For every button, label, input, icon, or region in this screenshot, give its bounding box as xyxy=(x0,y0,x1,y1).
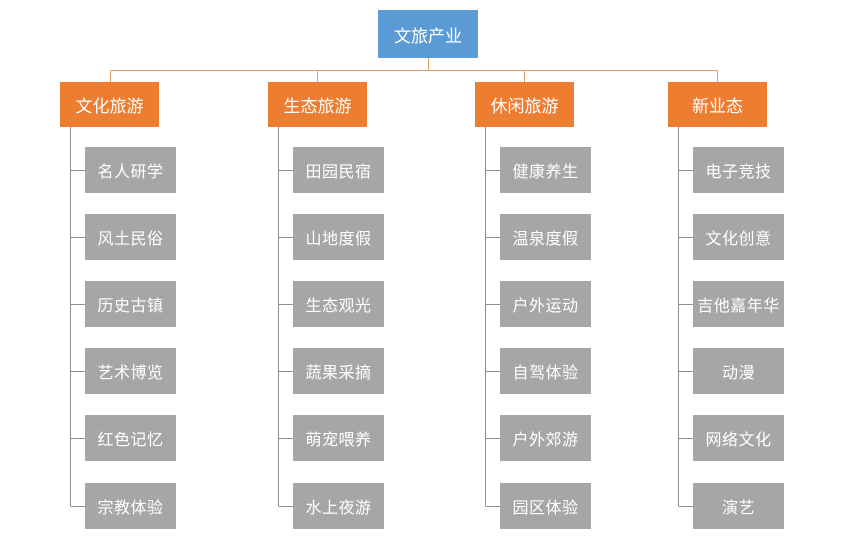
leaf-node: 网络文化 xyxy=(693,415,784,461)
leaf-node: 演艺 xyxy=(693,483,784,529)
leaf-node: 自驾体验 xyxy=(500,348,591,394)
leaf-node: 电子竞技 xyxy=(693,147,784,193)
leaf-node: 水上夜游 xyxy=(293,483,384,529)
leaf-node: 生态观光 xyxy=(293,281,384,327)
leaf-node: 风土民俗 xyxy=(85,214,176,260)
leaf-node: 园区体验 xyxy=(500,483,591,529)
leaf-node: 历史古镇 xyxy=(85,281,176,327)
leaf-node: 田园民宿 xyxy=(293,147,384,193)
category-node-eco-tourism: 生态旅游 xyxy=(268,82,367,127)
leaf-node: 温泉度假 xyxy=(500,214,591,260)
leaf-node: 宗教体验 xyxy=(85,483,176,529)
leaf-node: 户外运动 xyxy=(500,281,591,327)
leaf-node: 红色记忆 xyxy=(85,415,176,461)
leaf-node: 蔬果采摘 xyxy=(293,348,384,394)
category-node-new-formats: 新业态 xyxy=(668,82,767,127)
leaf-node: 吉他嘉年华 xyxy=(693,281,784,327)
leaf-node: 名人研学 xyxy=(85,147,176,193)
leaf-node: 萌宠喂养 xyxy=(293,415,384,461)
leaf-node: 户外郊游 xyxy=(500,415,591,461)
root-node: 文旅产业 xyxy=(378,10,478,58)
leaf-node: 动漫 xyxy=(693,348,784,394)
leaf-node: 山地度假 xyxy=(293,214,384,260)
leaf-node: 健康养生 xyxy=(500,147,591,193)
category-node-cultural-tourism: 文化旅游 xyxy=(60,82,159,127)
category-node-leisure-tourism: 休闲旅游 xyxy=(475,82,574,127)
leaf-node: 文化创意 xyxy=(693,214,784,260)
leaf-node: 艺术博览 xyxy=(85,348,176,394)
